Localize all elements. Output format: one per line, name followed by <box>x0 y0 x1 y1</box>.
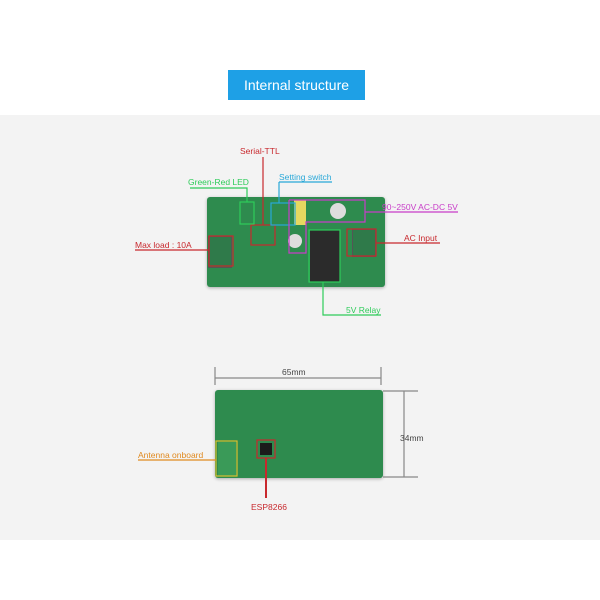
label-max-load: Max load : 10A <box>135 240 192 250</box>
label-esp8266: ESP8266 <box>251 502 287 512</box>
label-width: 65mm <box>282 367 306 377</box>
pcb-bottom-view <box>215 390 383 478</box>
capacitor <box>330 203 346 219</box>
label-serial-ttl: Serial-TTL <box>240 146 280 156</box>
relay-component <box>310 230 340 282</box>
capacitor <box>288 234 302 248</box>
label-green-red-led: Green-Red LED <box>188 177 249 187</box>
antenna-trace <box>218 442 236 476</box>
label-antenna: Antenna onboard <box>138 450 204 460</box>
esp8266-chip <box>260 443 272 455</box>
label-ac-input: AC Input <box>404 233 438 243</box>
label-setting-switch: Setting switch <box>279 172 332 182</box>
section-title: Internal structure <box>228 70 365 100</box>
label-relay: 5V Relay <box>346 305 381 315</box>
terminal-left <box>208 236 232 268</box>
transformer <box>294 200 306 225</box>
label-power: 90~250V AC-DC 5V <box>382 202 458 212</box>
label-height: 34mm <box>400 433 424 443</box>
